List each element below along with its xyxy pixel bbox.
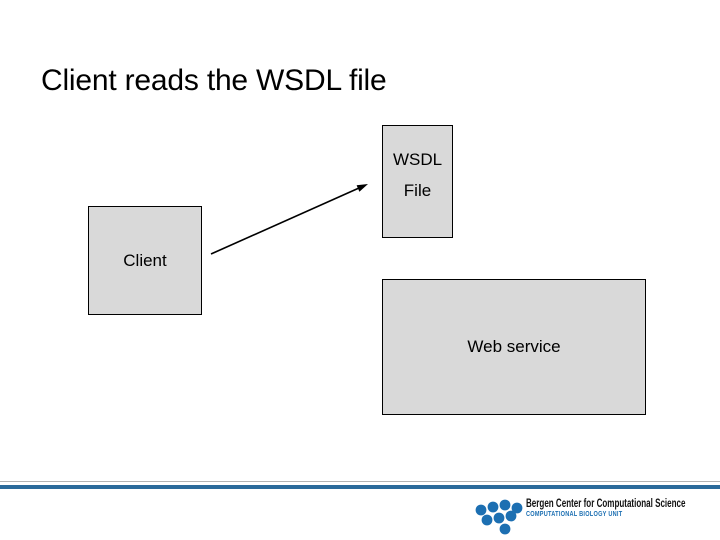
logo-dots-icon [475, 499, 523, 535]
wsdl-box-line1: WSDL [392, 150, 443, 169]
footer-divider-blue [0, 485, 720, 489]
logo-org-unit: COMPUTATIONAL BIOLOGY UNIT [526, 511, 623, 518]
footer-divider-thin [0, 481, 720, 482]
client-box: Client [88, 206, 202, 315]
wsdl-box-line2: File [403, 181, 432, 200]
wsdl-file-box: WSDL File [382, 125, 453, 238]
web-service-box: Web service [382, 279, 646, 415]
slide-title: Client reads the WSDL file [41, 64, 387, 98]
client-box-label: Client [123, 250, 167, 270]
logo-org-name: Bergen Center for Computational Science [526, 496, 686, 510]
web-service-box-label: Web service [467, 337, 561, 356]
footer-logo: Bergen Center for Computational Science … [471, 495, 711, 537]
